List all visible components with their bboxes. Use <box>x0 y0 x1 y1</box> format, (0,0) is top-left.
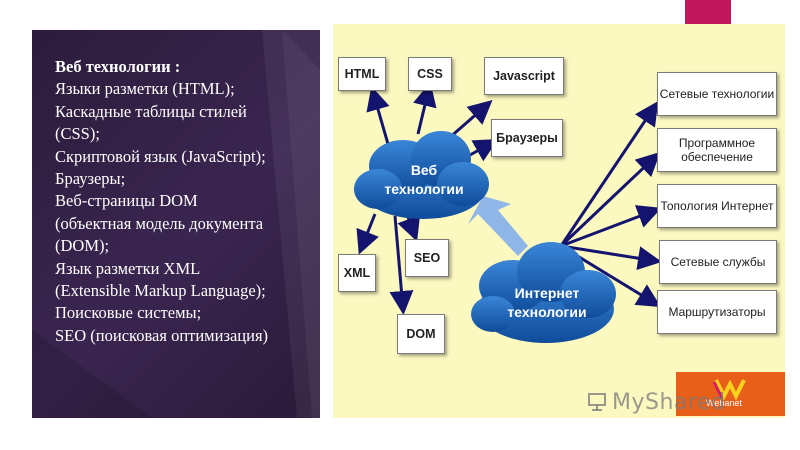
list-line: (DOM); <box>55 236 110 256</box>
software-line2: обеспечение <box>681 150 753 164</box>
web-cloud-label: Веб технологии <box>369 161 479 199</box>
box-browsers: Браузеры <box>491 119 563 157</box>
box-javascript: Javascript <box>484 57 564 95</box>
arrow-to-network-tech <box>559 101 659 247</box>
list-line: Языки разметки (HTML); <box>55 79 235 99</box>
decorative-streaks <box>32 30 320 418</box>
arrow-to-software <box>559 151 661 248</box>
box-css: CSS <box>408 57 452 91</box>
box-xml: XML <box>338 254 376 292</box>
arrow-to-topology <box>560 205 662 248</box>
list-line: Веб-страницы DOM <box>55 191 198 211</box>
arrow-to-css <box>413 82 437 135</box>
arrow-to-javascript <box>447 100 493 141</box>
internet-cloud <box>471 242 616 343</box>
internet-cloud-label: Интернет технологии <box>491 284 603 322</box>
watermark: MyShared <box>612 390 726 415</box>
list-line: Браузеры; <box>55 169 126 189</box>
arrow-to-network-services <box>560 244 662 271</box>
web-cloud-line2: технологии <box>384 181 464 197</box>
box-topology: Топология Интернет <box>657 184 777 228</box>
box-network-services: Сетевые службы <box>659 240 777 284</box>
technology-diagram: Веб технологии Интернет технологии HTML … <box>333 24 785 418</box>
internet-cloud-line2: технологии <box>507 304 587 320</box>
internet-cloud-line1: Интернет <box>514 285 580 301</box>
list-line: (Extensible Markup Language); <box>55 281 266 301</box>
arrow-to-seo <box>397 214 421 242</box>
arrow-to-xml <box>356 213 379 255</box>
box-software: Программное обеспечение <box>657 128 777 172</box>
web-cloud <box>354 131 489 219</box>
web-cloud-line1: Веб <box>410 162 438 178</box>
box-routers: Маршрутизаторы <box>657 290 777 334</box>
box-dom: DOM <box>397 314 445 354</box>
logo-mark-icon <box>712 379 746 401</box>
list-line: (объектная модель документа <box>55 213 264 233</box>
logo-text: Webanet <box>706 398 742 408</box>
link-arrow <box>468 196 528 256</box>
diagram-graphics <box>354 82 662 343</box>
list-line: Каскадные таблицы стилей <box>55 101 247 121</box>
software-line1: Программное <box>678 136 756 150</box>
box-seo: SEO <box>405 239 449 277</box>
accent-tab <box>685 0 731 24</box>
list-line: Поисковые системы; <box>55 303 202 323</box>
list-line: Язык разметки XML <box>55 258 201 278</box>
arrow-to-dom <box>389 215 414 315</box>
technology-list: Веб технологии : Языки разметки (HTML); … <box>55 56 320 347</box>
webanet-logo: Webanet <box>676 372 785 416</box>
list-line: (CSS); <box>55 124 100 144</box>
left-text-panel: Веб технологии : Языки разметки (HTML); … <box>32 30 320 418</box>
list-line: SEO (поисковая оптимизация) <box>55 325 269 345</box>
arrow-to-html <box>366 86 390 145</box>
box-html: HTML <box>338 57 386 91</box>
list-title: Веб технологии : <box>55 57 181 76</box>
box-network-technologies: Сетевые технологии <box>657 72 777 116</box>
list-line: Скриптовой язык (JavaScript); <box>55 146 266 166</box>
presentation-icon <box>588 393 606 411</box>
